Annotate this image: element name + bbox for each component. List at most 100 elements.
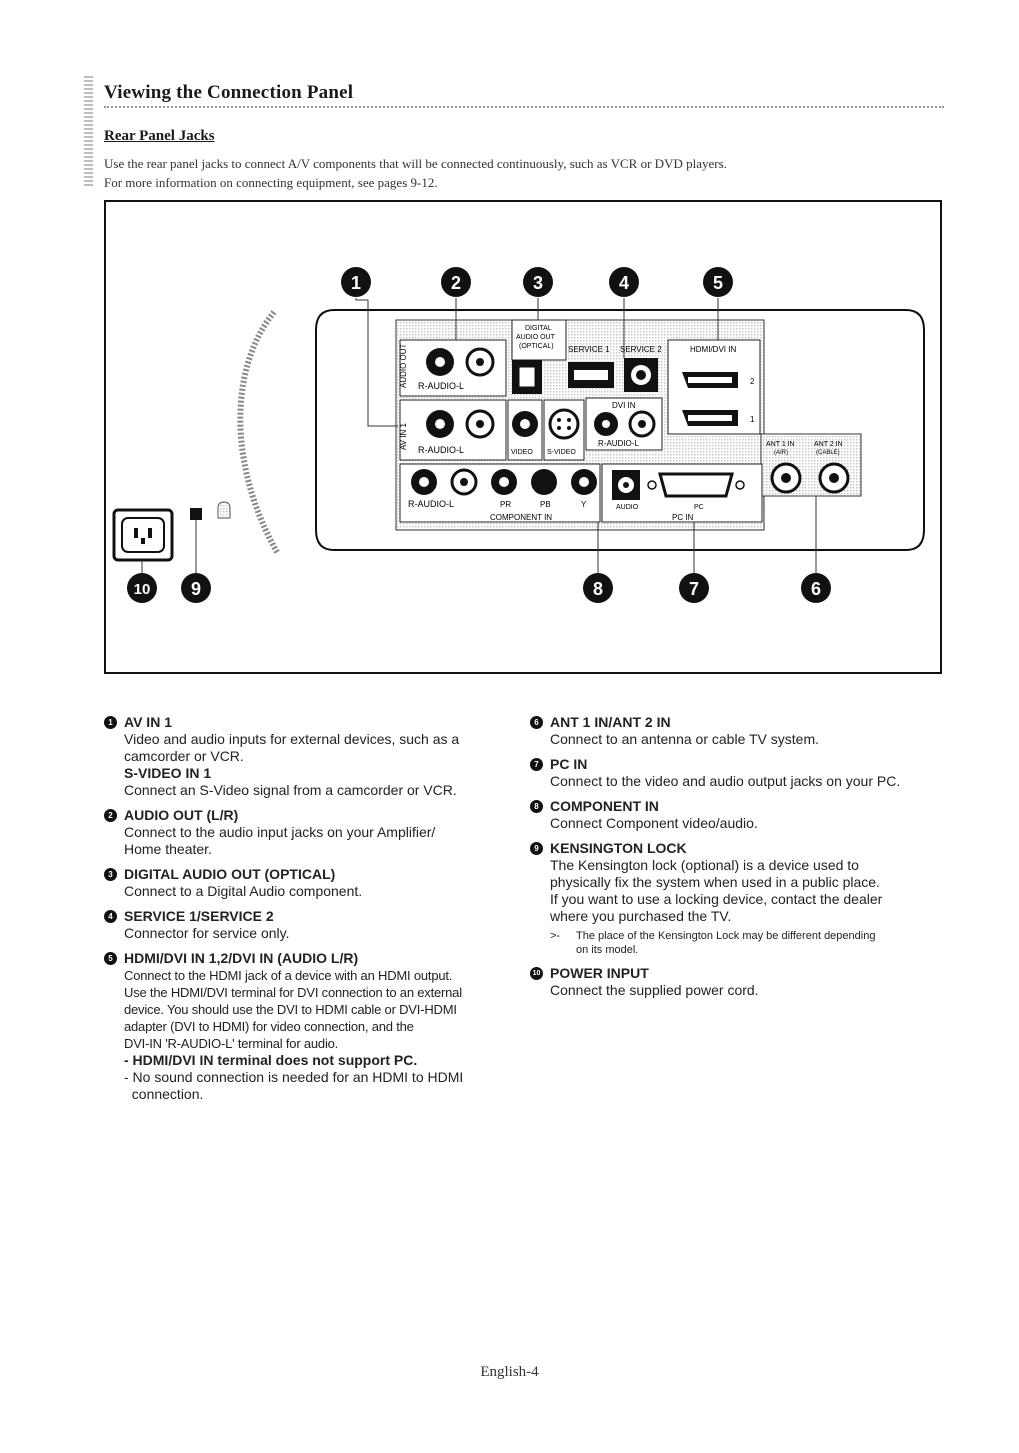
item-title: COMPONENT IN — [550, 798, 659, 814]
label-service-2: SERVICE 2 — [620, 345, 662, 354]
label-y: Y — [581, 500, 587, 509]
label-pb: PB — [540, 500, 551, 509]
item-text: - No sound connection is needed for an H… — [124, 1069, 464, 1085]
leader-lines — [141, 298, 817, 574]
item-text: Connect to the HDMI jack of a device wit… — [124, 968, 453, 983]
item-text: If you want to use a locking device, con… — [550, 891, 883, 907]
label-pr: PR — [500, 500, 511, 509]
item-power-input: 10 POWER INPUT Connect the supplied power… — [530, 965, 950, 999]
pc-vga-port[interactable] — [658, 472, 734, 498]
section-heading: Rear Panel Jacks — [104, 128, 215, 144]
callout-5 — [703, 267, 733, 297]
label-optical: (OPTICAL) — [519, 343, 554, 350]
note-text: on its model. — [576, 944, 639, 956]
item-title: PC IN — [550, 756, 588, 772]
label-pc-in: PC IN — [672, 513, 694, 522]
badge-number: 10 — [530, 967, 543, 980]
label-av-in-1: AV IN 1 — [399, 422, 408, 450]
callout-8-number: 8 — [593, 579, 603, 599]
item-component-in: 8 COMPONENT IN Connect Component video/au… — [530, 798, 950, 832]
item-title: DIGITAL AUDIO OUT (OPTICAL) — [124, 866, 336, 882]
item-warning: - HDMI/DVI IN terminal does not support … — [124, 1052, 418, 1068]
callout-6 — [801, 573, 831, 603]
label-audio-out: AUDIO OUT — [399, 343, 408, 388]
label-hdmi-2: 2 — [750, 377, 755, 386]
label-hdmi-dvi-in: HDMI/DVI IN — [690, 345, 736, 354]
callout-9 — [181, 573, 211, 603]
badge-number: 2 — [104, 809, 117, 822]
rear-panel-illustration: R-AUDIO-L AUDIO OUT DIGITAL AUDIO OUT (O… — [112, 267, 925, 603]
intro-text: Use the rear panel jacks to connect A/V … — [104, 154, 944, 192]
label-component-ral: R-AUDIO-L — [408, 499, 454, 509]
item-text: physically fix the system when used in a… — [550, 874, 880, 890]
label-av-in-ral: R-AUDIO-L — [418, 445, 464, 455]
label-ant2: ANT 2 IN — [814, 441, 843, 448]
item-text: adapter (DVI to HDMI) for video connecti… — [124, 1019, 414, 1034]
item-text: The Kensington lock (optional) is a devi… — [550, 857, 859, 873]
badge-number: 9 — [530, 842, 543, 855]
callout-3 — [523, 267, 553, 297]
badge-number: 6 — [530, 716, 543, 729]
label-pc: PC — [694, 504, 704, 511]
title-side-bar — [84, 76, 93, 186]
page-number: English-4 — [480, 1364, 539, 1380]
intro-line: For more information on connecting equip… — [104, 175, 438, 190]
intro-line: Use the rear panel jacks to connect A/V … — [104, 156, 727, 171]
label-pc-audio: AUDIO — [616, 504, 639, 511]
note-text: The place of the Kensington Lock may be … — [576, 930, 876, 942]
badge-number: 4 — [104, 910, 117, 923]
callout-5-number: 5 — [713, 273, 723, 293]
item-text: Connector for service only. — [124, 925, 290, 941]
item-subtitle: S-VIDEO IN 1 — [124, 765, 212, 781]
tv-back-outline — [315, 309, 925, 551]
item-title: POWER INPUT — [550, 965, 649, 981]
badge-number: 1 — [104, 716, 117, 729]
badge-number: 8 — [530, 800, 543, 813]
label-s-video: S-VIDEO — [547, 449, 576, 456]
badge-number: 5 — [104, 952, 117, 965]
label-video: VIDEO — [511, 449, 533, 456]
kensington-lock-icon — [217, 501, 231, 519]
item-title: ANT 1 IN/ANT 2 IN — [550, 714, 671, 730]
item-text: Connect to the audio input jacks on your… — [124, 824, 436, 840]
item-text: Connect to an antenna or cable TV system… — [550, 731, 820, 747]
item-text: Connect to the video and audio output ja… — [550, 773, 901, 789]
item-text: Connect the supplied power cord. — [550, 982, 759, 998]
callout-2 — [441, 267, 471, 297]
item-text: connection. — [124, 1086, 204, 1102]
label-dvi-ral: R-AUDIO-L — [598, 439, 639, 448]
component-pb-jack[interactable] — [531, 469, 557, 495]
kensington-note: >- The place of the Kensington Lock may … — [530, 929, 950, 957]
item-title: SERVICE 1/SERVICE 2 — [124, 908, 274, 924]
callout-7 — [679, 573, 709, 603]
item-title: AUDIO OUT (L/R) — [124, 807, 239, 823]
label-component-in: COMPONENT IN — [490, 513, 552, 522]
label-service-1: SERVICE 1 — [568, 345, 610, 354]
callout-7-number: 7 — [689, 579, 699, 599]
label-cable: (CABLE) — [816, 450, 840, 456]
item-text: camcorder or VCR. — [124, 748, 244, 764]
s-video-jack[interactable] — [548, 408, 580, 440]
item-text: Use the HDMI/DVI terminal for DVI connec… — [124, 985, 462, 1000]
callout-9-number: 9 — [191, 579, 201, 599]
callout-2-number: 2 — [451, 273, 461, 293]
item-text: device. You should use the DVI to HDMI c… — [124, 1002, 457, 1017]
note-arrow-icon: >- — [550, 930, 561, 942]
item-text: Connect Component video/audio. — [550, 815, 758, 831]
kensington-lock-slot[interactable] — [190, 508, 202, 520]
title-rule — [104, 106, 944, 108]
callout-1-number: 1 — [351, 273, 361, 293]
callout-10 — [127, 573, 157, 603]
label-audio-out-ral: R-AUDIO-L — [418, 381, 464, 391]
callout-1 — [341, 267, 371, 297]
callout-8 — [583, 573, 613, 603]
descriptions-right: 6 ANT 1 IN/ANT 2 IN Connect to an antenna… — [530, 714, 950, 1007]
item-antenna: 6 ANT 1 IN/ANT 2 IN Connect to an antenna… — [530, 714, 950, 748]
label-hdmi-1: 1 — [750, 415, 755, 424]
callout-6-number: 6 — [811, 579, 821, 599]
